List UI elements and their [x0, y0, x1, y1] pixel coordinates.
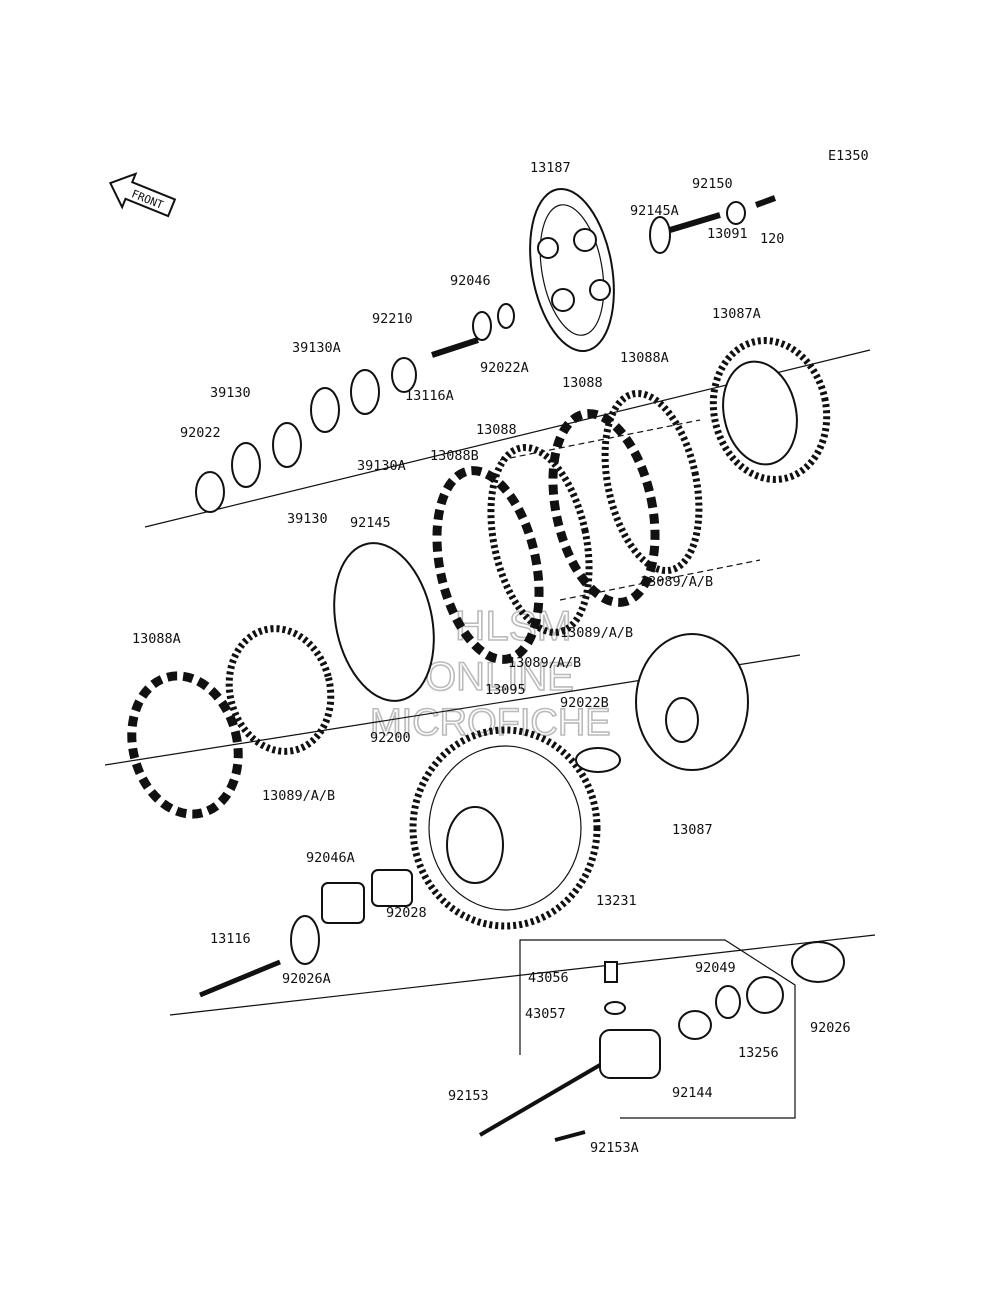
part-label: 92022A: [480, 360, 529, 376]
release-mechanism: [478, 939, 845, 1142]
part-label: 120: [760, 231, 784, 247]
part-label: 13095: [485, 682, 526, 698]
clutch-housing: [409, 726, 601, 930]
part-label: 92028: [386, 905, 427, 921]
part-label: 13089/A/B: [640, 574, 713, 590]
part-label: 13088: [476, 422, 517, 438]
watermark-line3: MICROFICHE: [370, 702, 611, 744]
part-label: 13091: [707, 226, 748, 242]
watermark: HLSM ONLINE MICROFICHE: [369, 601, 611, 745]
part-label: 92022: [180, 425, 221, 441]
diagram-code: E1350: [828, 148, 869, 164]
part-label: 92026: [810, 1020, 851, 1036]
part-label: 13116A: [405, 388, 454, 404]
part-label: 39130: [210, 385, 251, 401]
part-label: 39130A: [292, 340, 341, 356]
part-label: 92145A: [630, 203, 679, 219]
watermark-line1: HLSM: [455, 602, 572, 649]
part-label: 92150: [692, 176, 733, 192]
part-label: 13088B: [430, 448, 479, 464]
part-label: 92210: [372, 311, 413, 327]
clutch-hub-lower: [575, 633, 749, 773]
part-label: 13089/A/B: [508, 655, 581, 671]
part-label: 43056: [528, 970, 569, 986]
part-label: 92046A: [306, 850, 355, 866]
upper-plate-stack: [333, 389, 703, 702]
pressure-plate: [529, 187, 615, 353]
watermark-line2: ONLINE: [425, 655, 574, 699]
part-label: 92200: [370, 730, 411, 746]
part-label: 92046: [450, 273, 491, 289]
part-label: 13089/A/B: [262, 788, 335, 804]
lifter-rod-hardware: [391, 195, 777, 393]
part-label: 13089/A/B: [560, 625, 633, 641]
part-labels: 13187 92150 92145A 120 13091 92046 92210 92022A…: [132, 160, 851, 1156]
part-label: 43057: [525, 1006, 566, 1022]
part-label: 92049: [695, 960, 736, 976]
spring-plates: [195, 369, 380, 513]
part-label: 39130A: [357, 458, 406, 474]
part-label: 92026A: [282, 971, 331, 987]
part-label: 13116: [210, 931, 251, 947]
part-label: 39130: [287, 511, 328, 527]
part-label: 13088A: [132, 631, 181, 647]
part-label: 13187: [530, 160, 571, 176]
part-label: 13231: [596, 893, 637, 909]
part-label: 13088: [562, 375, 603, 391]
part-label: 13088A: [620, 350, 669, 366]
part-label: 13087A: [712, 306, 761, 322]
part-label: 13256: [738, 1045, 779, 1061]
bearing-and-bushings: [199, 869, 413, 998]
part-label: 13087: [672, 822, 713, 838]
part-label: 92145: [350, 515, 391, 531]
part-label: 92144: [672, 1085, 713, 1101]
clutch-hub-upper: [709, 337, 831, 483]
front-arrow-icon: FRONT: [108, 172, 177, 218]
lower-left-plates: [127, 625, 335, 819]
part-label: 92022B: [560, 695, 609, 711]
part-label: 92153A: [590, 1140, 639, 1156]
part-label: 92153: [448, 1088, 489, 1104]
